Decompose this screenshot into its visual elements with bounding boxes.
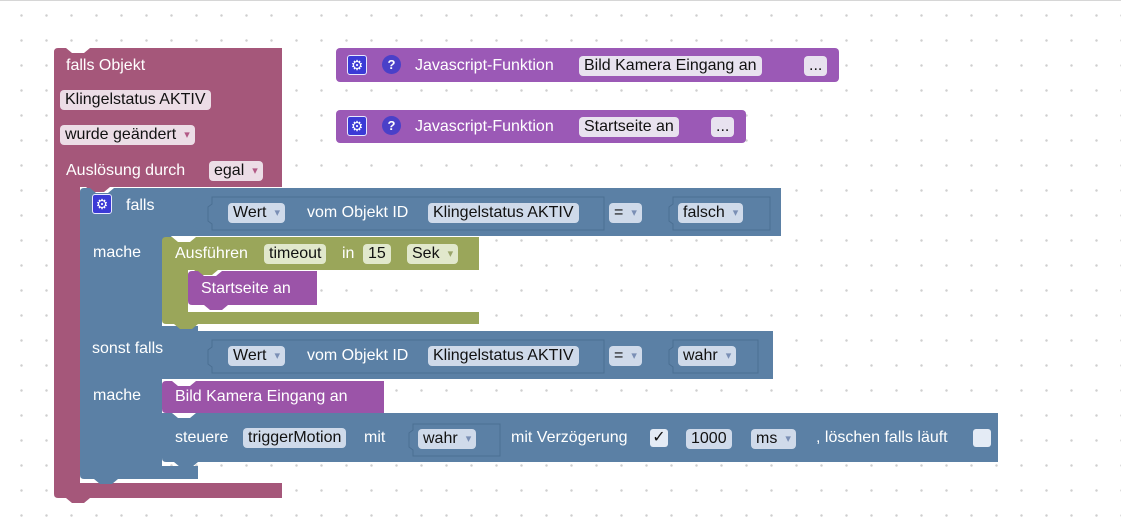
function-start-gear-icon[interactable]: ⚙ bbox=[347, 116, 367, 136]
call-camera-label: Bild Kamera Eingang an bbox=[175, 388, 348, 405]
cond2-operator-dropdown[interactable]: = bbox=[609, 346, 642, 366]
function-start-more-button[interactable]: ... bbox=[711, 117, 735, 137]
control-delay-checkbox[interactable]: ✓ bbox=[650, 429, 668, 447]
cond2-compare-dropdown[interactable]: wahr bbox=[678, 346, 737, 366]
function-camera-name-field[interactable]: Bild Kamera Eingang an bbox=[579, 56, 762, 76]
timeout-amount-field[interactable]: 15 bbox=[363, 244, 391, 264]
function-camera-gear-icon[interactable]: ⚙ bbox=[347, 55, 367, 75]
function-start-help-icon[interactable]: ? bbox=[382, 116, 401, 135]
trigger-source-label: Auslösung durch bbox=[66, 162, 186, 179]
trigger-object-field[interactable]: Klingelstatus AKTIV bbox=[60, 90, 211, 110]
function-start-name-field[interactable]: Startseite an bbox=[579, 117, 679, 137]
control-target-field[interactable]: triggerMotion bbox=[243, 428, 347, 448]
if-settings-gear-icon[interactable]: ⚙ bbox=[92, 194, 112, 214]
trigger-source-dropdown[interactable]: egal bbox=[209, 161, 263, 181]
call-startseite-label: Startseite an bbox=[201, 280, 291, 297]
do-label: mache bbox=[93, 244, 142, 261]
cond1-of-object-label: vom Objekt ID bbox=[307, 204, 409, 221]
function-camera-label: Javascript-Funktion bbox=[415, 57, 554, 74]
cond1-value-mode-dropdown[interactable]: Wert bbox=[228, 203, 286, 223]
cond2-value-mode-dropdown[interactable]: Wert bbox=[228, 346, 286, 366]
cond1-operator-dropdown[interactable]: = bbox=[609, 203, 642, 223]
control-steer-label: steuere bbox=[175, 429, 229, 446]
control-delay-unit-dropdown[interactable]: ms bbox=[751, 429, 796, 449]
elseif-label: sonst falls bbox=[92, 340, 164, 357]
cond1-compare-dropdown[interactable]: falsch bbox=[678, 203, 744, 223]
do2-label: mache bbox=[93, 387, 142, 404]
cond2-of-object-label: vom Objekt ID bbox=[307, 347, 409, 364]
control-clear-checkbox[interactable] bbox=[973, 429, 991, 447]
timeout-name-field[interactable]: timeout bbox=[264, 244, 327, 264]
control-delay-label: mit Verzögerung bbox=[511, 429, 628, 446]
timeout-in-label: in bbox=[342, 245, 355, 262]
if-label: falls bbox=[126, 197, 155, 214]
trigger-header: falls Objekt bbox=[66, 57, 146, 74]
control-value-dropdown[interactable]: wahr bbox=[418, 429, 477, 449]
timeout-run-label: Ausführen bbox=[175, 245, 248, 262]
trigger-condition-dropdown[interactable]: wurde geändert bbox=[60, 125, 195, 145]
cond1-object-field[interactable]: Klingelstatus AKTIV bbox=[428, 203, 579, 223]
timeout-unit-dropdown[interactable]: Sek bbox=[407, 244, 459, 264]
function-start-label: Javascript-Funktion bbox=[415, 118, 554, 135]
function-camera-help-icon[interactable]: ? bbox=[382, 55, 401, 74]
cond2-object-field[interactable]: Klingelstatus AKTIV bbox=[428, 346, 579, 366]
function-camera-more-button[interactable]: ... bbox=[804, 56, 828, 76]
control-delay-amount-field[interactable]: 1000 bbox=[686, 429, 732, 449]
control-clear-label: , löschen falls läuft bbox=[816, 429, 948, 446]
control-with-label: mit bbox=[364, 429, 386, 446]
